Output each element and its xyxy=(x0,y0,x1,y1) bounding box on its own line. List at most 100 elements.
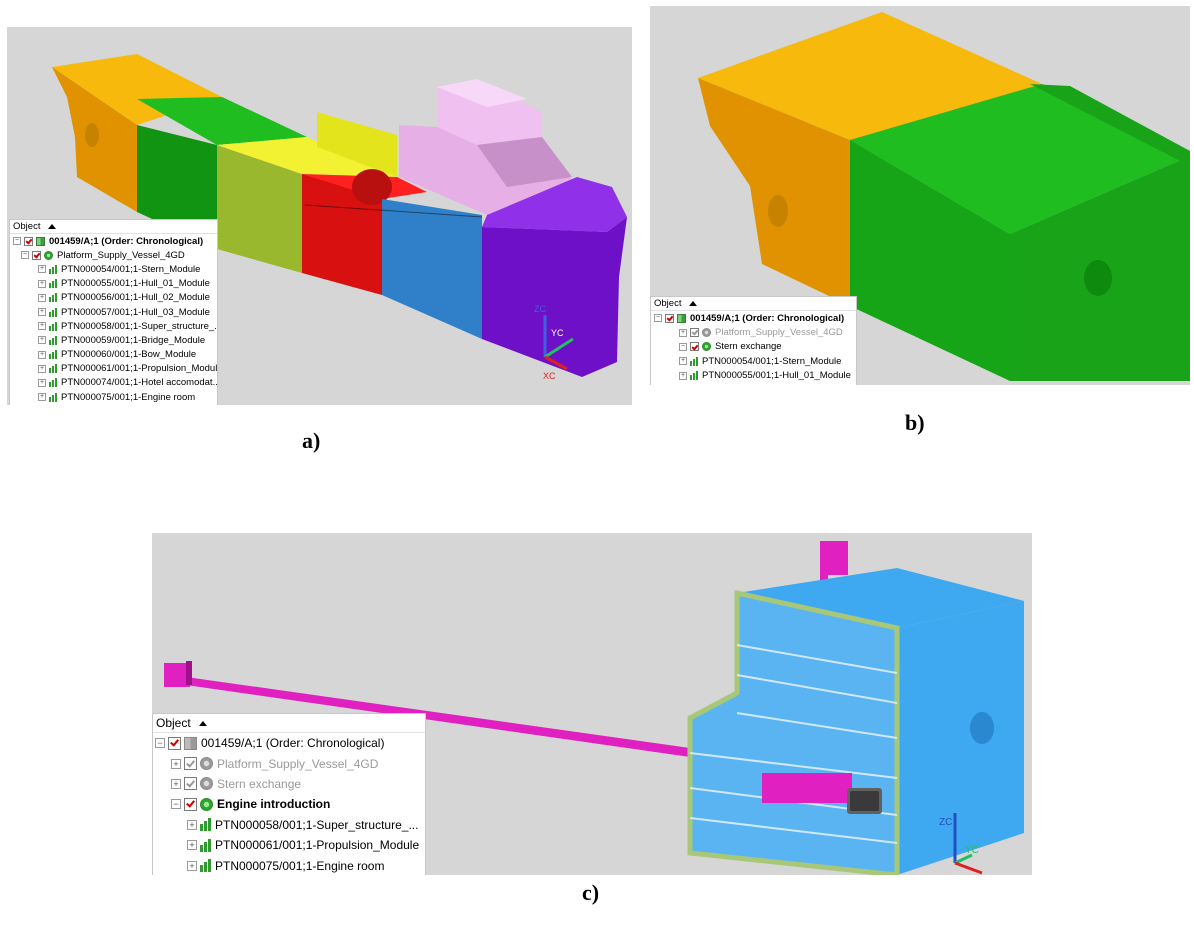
tree-row[interactable]: + PTN000055/001;1-Hull_01_Module xyxy=(10,277,217,291)
visibility-checkbox[interactable] xyxy=(24,236,33,246)
part-icon xyxy=(690,356,698,366)
tree-row[interactable]: + PTN000058/001;1-Super_structure_... xyxy=(153,815,425,835)
tree-row[interactable]: +PTN000060/001;1-Bow_Module xyxy=(10,348,217,362)
hull-01-wall-b xyxy=(1030,84,1190,166)
engine-room-side xyxy=(382,199,482,339)
engine-block-top xyxy=(737,568,1024,628)
expand-icon[interactable]: + xyxy=(679,328,687,337)
tree-header-c[interactable]: Object xyxy=(153,714,425,733)
tree-row[interactable]: +PTN000075/001;1-Engine room xyxy=(153,855,425,875)
hull-02-side xyxy=(217,145,302,273)
tree-row[interactable]: −001459/A;1 (Order: Chronological) xyxy=(10,234,217,248)
viewport-a[interactable]: ZC YC XC Object −001459/A;1 (Order: Chro… xyxy=(7,27,632,405)
tree-row-label: Stern exchange xyxy=(217,776,302,791)
object-tree-c: Object −001459/A;1 (Order: Chronological… xyxy=(152,713,426,875)
tree-row[interactable]: −Engine introduction xyxy=(153,794,425,814)
tree-row-label: PTN000054/001;1-Stern_Module xyxy=(61,263,201,275)
workset-icon xyxy=(702,328,711,338)
tree-row[interactable]: +PTN000057/001;1-Hull_03_Module xyxy=(10,305,217,319)
visibility-checkbox[interactable] xyxy=(690,328,699,338)
stern-side-b xyxy=(698,78,850,306)
visibility-checkbox[interactable] xyxy=(184,757,197,771)
tree-row[interactable]: +PTN000061/001;1-Propulsion_Module xyxy=(153,835,425,855)
expand-icon[interactable]: + xyxy=(38,336,46,345)
sort-up-icon[interactable] xyxy=(198,720,207,726)
tree-row[interactable]: + PTN000054/001;1-Stern_Module xyxy=(10,262,217,276)
tree-row[interactable]: +Platform_Supply_Vessel_4GD xyxy=(651,325,856,339)
tree-row[interactable]: −001459/A;1 (Order: Chronological) xyxy=(153,733,425,753)
expand-icon[interactable]: + xyxy=(38,265,46,274)
tree-row-label: PTN000055/001;1-Hull_01_Module xyxy=(61,278,210,290)
tree-row[interactable]: +PTN000075/001;1-Engine room xyxy=(10,390,217,404)
tree-row[interactable]: +Platform_Supply_Vessel_4GD xyxy=(153,753,425,773)
tree-row[interactable]: + PTN000055/001;1-Hull_01_Module xyxy=(651,369,856,383)
superstructure-shade xyxy=(477,137,572,187)
exhaust-box xyxy=(820,541,848,575)
expand-icon[interactable]: + xyxy=(187,819,197,830)
tree-row[interactable]: −Platform_Supply_Vessel_4GD xyxy=(10,248,217,262)
workset-icon xyxy=(200,777,213,791)
tree-row[interactable]: +PTN000058/001;1-Super_structure_... xyxy=(10,319,217,333)
collapse-icon[interactable]: − xyxy=(21,251,29,260)
tree-row[interactable]: −Stern exchange xyxy=(651,340,856,354)
tree-row[interactable]: +PTN000054/001;1-Stern_Module xyxy=(651,354,856,368)
collapse-icon[interactable]: − xyxy=(171,799,181,810)
tree-row[interactable]: +PTN000074/001;1-Hotel accomodat... xyxy=(10,376,217,390)
tree-header-label: Object xyxy=(156,716,191,730)
visibility-checkbox[interactable] xyxy=(665,313,674,323)
bow-module-side xyxy=(482,217,627,377)
tree-row[interactable]: + Stern exchange xyxy=(153,774,425,794)
visibility-checkbox[interactable] xyxy=(32,250,41,260)
expand-icon[interactable]: + xyxy=(171,778,181,789)
sort-up-icon[interactable] xyxy=(689,301,698,306)
tree-row[interactable]: +PTN000059/001;1-Bridge_Module xyxy=(10,333,217,347)
visibility-checkbox[interactable] xyxy=(690,342,699,352)
porthole-c xyxy=(970,712,994,744)
tree-row-label: PTN000055/001;1-Hull_01_Module xyxy=(702,370,851,382)
viewport-b[interactable]: Object −001459/A;1 (Order: Chronological… xyxy=(650,6,1190,385)
expand-icon[interactable]: + xyxy=(38,378,46,387)
caption-c: c) xyxy=(582,880,600,905)
part-icon xyxy=(200,818,211,832)
expand-icon[interactable]: + xyxy=(187,860,197,871)
collapse-icon[interactable]: − xyxy=(13,237,21,246)
axis-zc-label-a: ZC xyxy=(534,304,546,314)
propeller-hub xyxy=(85,123,99,147)
tree-row-label: PTN000058/001;1-Super_structure_... xyxy=(215,817,419,832)
expand-icon[interactable]: + xyxy=(187,840,197,851)
axis-yc-label-c: YC xyxy=(965,845,979,856)
tree-row[interactable]: +PTN000061/001;1-Propulsion_Module xyxy=(10,362,217,376)
tree-header-b[interactable]: Object xyxy=(651,297,856,311)
tree-row[interactable]: −001459/A;1 (Order: Chronological) xyxy=(651,311,856,325)
hull-01-side xyxy=(137,125,217,249)
sort-up-icon[interactable] xyxy=(48,224,57,229)
expand-icon[interactable]: + xyxy=(38,308,46,317)
expand-icon[interactable]: + xyxy=(38,364,46,373)
visibility-checkbox[interactable] xyxy=(184,777,197,791)
ship-model-a: ZC YC XC xyxy=(52,54,627,381)
part-icon xyxy=(200,859,211,873)
expand-icon[interactable]: + xyxy=(38,279,46,288)
tree-row[interactable]: +PTN000056/001;1-Hull_02_Module xyxy=(10,291,217,305)
visibility-checkbox[interactable] xyxy=(184,797,197,811)
hull-03-side xyxy=(302,174,382,295)
expand-icon[interactable]: + xyxy=(38,293,46,302)
caption-a: a) xyxy=(302,428,321,453)
hull-01-top xyxy=(137,97,307,145)
expand-icon[interactable]: + xyxy=(38,322,46,331)
tree-header-a[interactable]: Object xyxy=(10,220,217,234)
collapse-icon[interactable]: − xyxy=(654,314,662,323)
collapse-icon[interactable]: − xyxy=(679,342,687,351)
expand-icon[interactable]: + xyxy=(38,350,46,359)
viewport-c[interactable]: ZC YC Object −001459/A;1 (Order: Chronol… xyxy=(152,533,1032,875)
hull-yellow-rail xyxy=(317,112,397,177)
expand-icon[interactable]: + xyxy=(679,371,687,380)
expand-icon[interactable]: + xyxy=(171,758,181,769)
stern-top-b xyxy=(698,12,1042,140)
visibility-checkbox[interactable] xyxy=(168,736,181,750)
collapse-icon[interactable]: − xyxy=(155,738,165,749)
expand-icon[interactable]: + xyxy=(38,393,46,402)
expand-icon[interactable]: + xyxy=(679,357,687,366)
object-tree-b: Object −001459/A;1 (Order: Chronological… xyxy=(650,296,857,385)
part-icon xyxy=(49,279,57,289)
